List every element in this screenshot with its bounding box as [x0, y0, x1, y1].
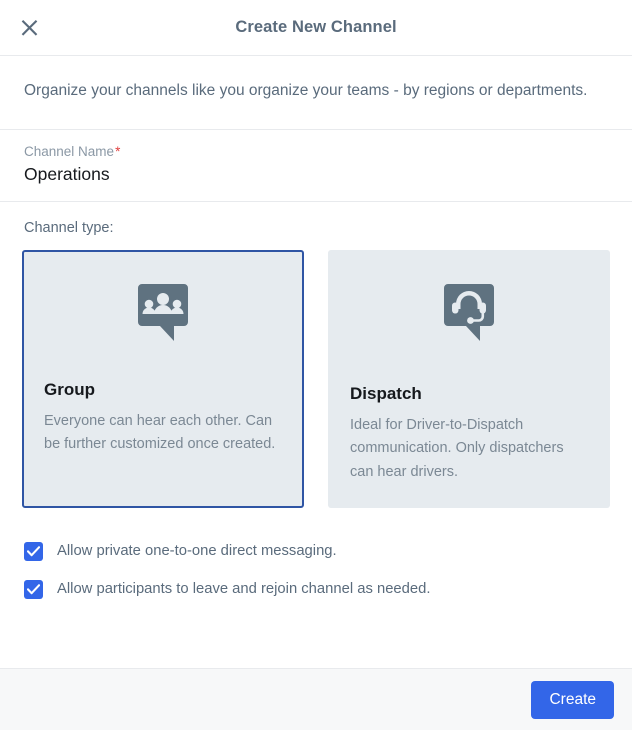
check-icon	[27, 545, 40, 556]
channel-name-label-text: Channel Name	[24, 143, 115, 159]
group-chat-bubble-icon-glyph	[138, 283, 188, 341]
headset-chat-bubble-icon-glyph	[444, 283, 494, 341]
channel-type-card-title: Dispatch	[350, 383, 422, 403]
channel-name-label: Channel Name*	[24, 144, 608, 159]
page-title: Create New Channel	[235, 18, 397, 36]
checkbox-leave-rejoin[interactable]	[24, 579, 43, 599]
channel-type-card-description: Everyone can hear each other. Can be fur…	[44, 412, 276, 453]
channel-type-card-description: Ideal for Driver-to-Dispatch communicati…	[350, 416, 564, 480]
group-chat-bubble-icon	[44, 278, 282, 362]
channel-type-card-group[interactable]: Group Everyone can hear each other. Can …	[22, 249, 304, 508]
channel-type-section: Channel type: Group Everyone can	[0, 202, 632, 508]
channel-type-cards: Group Everyone can hear each other. Can …	[22, 249, 610, 508]
channel-type-label: Channel type:	[24, 219, 114, 236]
required-asterisk: *	[115, 143, 121, 159]
headset-chat-bubble-icon	[350, 278, 588, 362]
channel-name-input[interactable]	[24, 163, 608, 185]
check-icon	[27, 583, 40, 594]
channel-type-card-title: Group	[44, 379, 95, 399]
intro-text: Organize your channels like you organize…	[24, 82, 588, 99]
option-row-direct-messaging[interactable]: Allow private one-to-one direct messagin…	[24, 541, 608, 561]
dialog-footer: Create	[0, 668, 632, 730]
channel-type-card-dispatch[interactable]: Dispatch Ideal for Driver-to-Dispatch co…	[328, 249, 610, 508]
option-label-leave-rejoin: Allow participants to leave and rejoin c…	[57, 581, 431, 598]
close-icon-glyph	[21, 20, 37, 36]
checkbox-direct-messaging[interactable]	[24, 541, 43, 561]
dialog-header: Create New Channel	[0, 0, 632, 56]
option-row-leave-rejoin[interactable]: Allow participants to leave and rejoin c…	[24, 579, 608, 599]
intro-section: Organize your channels like you organize…	[0, 56, 632, 130]
create-button[interactable]: Create	[531, 680, 614, 719]
option-label-direct-messaging: Allow private one-to-one direct messagin…	[57, 543, 337, 560]
close-icon[interactable]	[16, 15, 42, 41]
channel-name-field-group: Channel Name*	[0, 130, 632, 202]
options-section: Allow private one-to-one direct messagin…	[0, 508, 632, 618]
